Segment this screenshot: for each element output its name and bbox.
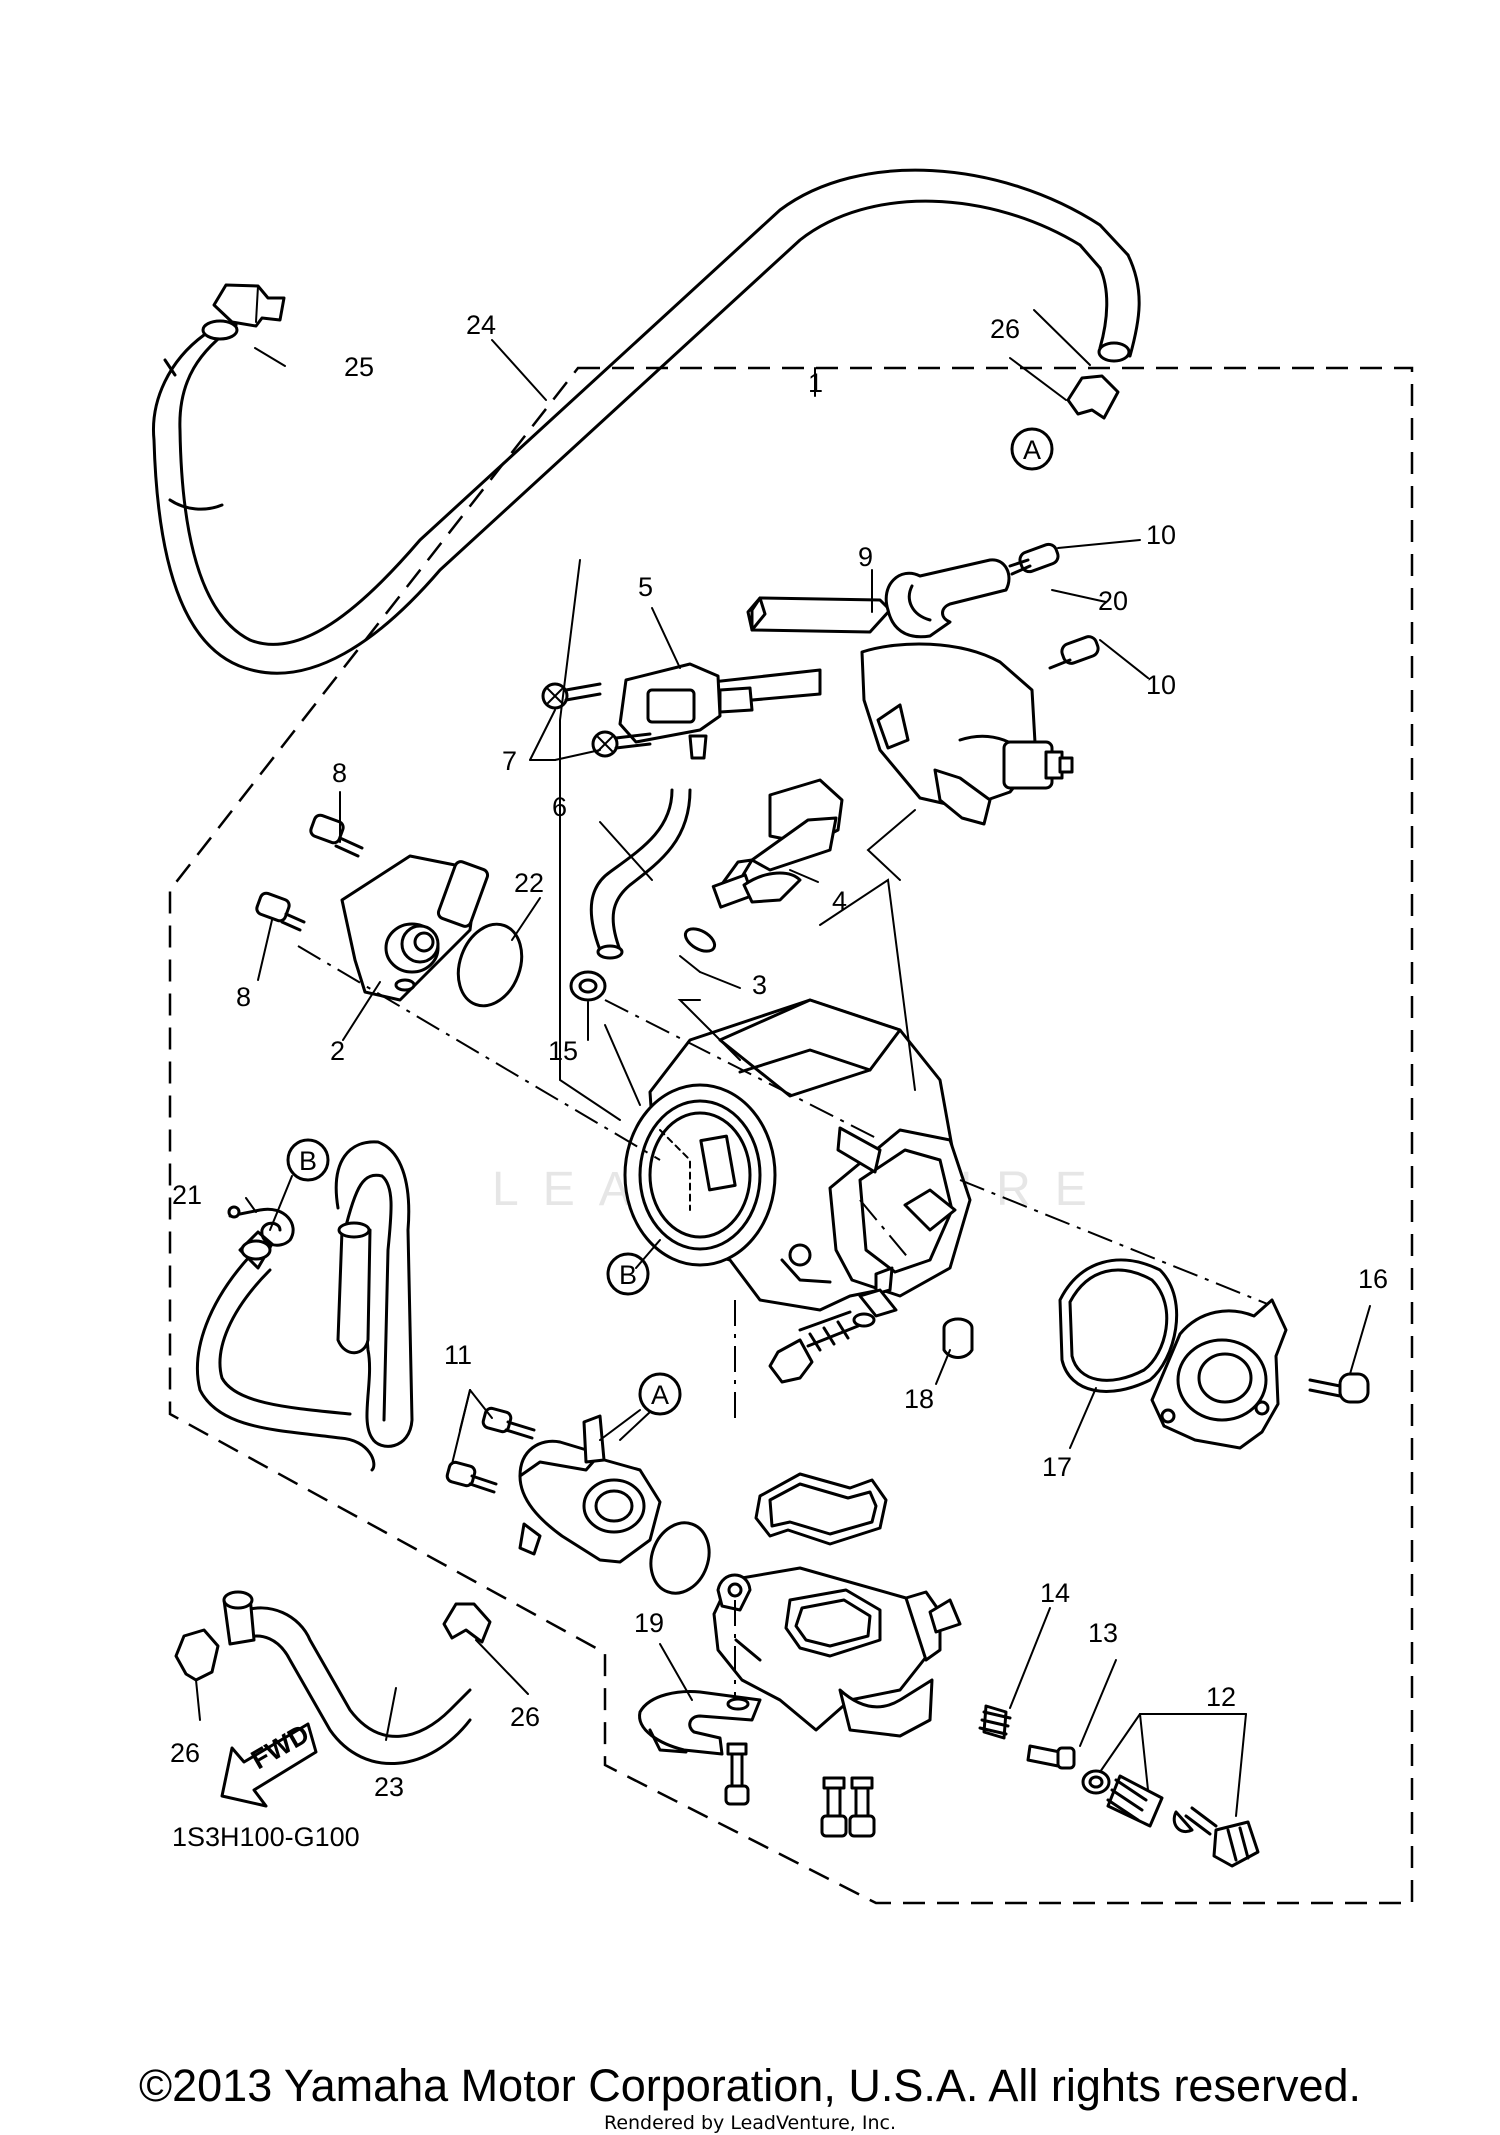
callout-12: 12 bbox=[1206, 1682, 1236, 1712]
callout-24: 24 bbox=[466, 310, 496, 340]
callout-25: 25 bbox=[344, 352, 374, 382]
callout-22: 22 bbox=[514, 868, 544, 898]
ref-a-mid: A bbox=[651, 1380, 669, 1410]
clamp-26-top bbox=[1066, 374, 1120, 420]
callout-17: 17 bbox=[1042, 1452, 1072, 1482]
hose-23 bbox=[222, 1590, 472, 1765]
cap-18 bbox=[942, 1317, 974, 1359]
ref-b-center: B bbox=[619, 1260, 637, 1290]
sensor-2 bbox=[340, 854, 490, 1002]
hose-b bbox=[195, 1140, 414, 1472]
callout-10-top: 10 bbox=[1146, 520, 1176, 550]
seal-3 bbox=[679, 927, 741, 989]
idle-speed-unit bbox=[860, 642, 1074, 826]
screws-11 bbox=[445, 1389, 641, 1494]
rendered-by-notice: Rendered by LeadVenture, Inc. bbox=[603, 2112, 897, 2134]
callout-20: 20 bbox=[1098, 586, 1128, 616]
callout-6: 6 bbox=[552, 792, 567, 822]
cover-16 bbox=[1150, 1298, 1288, 1450]
ref-a-top: A bbox=[1023, 435, 1041, 465]
callout-3: 3 bbox=[752, 970, 767, 1000]
o-ring-22 bbox=[456, 922, 524, 1008]
spring-14 bbox=[978, 1704, 1012, 1740]
callout-10-lower: 10 bbox=[1146, 670, 1176, 700]
ref-circle-b-left bbox=[286, 1138, 330, 1182]
nut-15 bbox=[569, 970, 607, 1002]
assembly-boundary bbox=[168, 366, 1414, 1905]
callout-21: 21 bbox=[172, 1180, 202, 1210]
connector-5 bbox=[618, 662, 754, 760]
callout-4: 4 bbox=[832, 886, 847, 916]
pin-13 bbox=[1026, 1744, 1076, 1770]
callout-26-mid: 26 bbox=[510, 1702, 540, 1732]
screws-7 bbox=[529, 682, 652, 761]
base-housing bbox=[712, 1566, 962, 1738]
bracket-19 bbox=[638, 1690, 762, 1756]
bracket-20 bbox=[884, 558, 1011, 639]
diagram-code: 1S3H100-G100 bbox=[172, 1822, 360, 1852]
callout-5: 5 bbox=[638, 572, 653, 602]
clamp-25 bbox=[212, 283, 286, 328]
clamp-26-mid bbox=[442, 1602, 492, 1644]
o-ring-joint bbox=[649, 1521, 711, 1595]
callout-numbers: 1 2 3 4 5 6 7 8 8 9 10 10 11 12 13 14 15… bbox=[170, 310, 1388, 1802]
hose-6 bbox=[589, 788, 692, 960]
callout-18: 18 bbox=[904, 1384, 934, 1414]
base-screws bbox=[724, 1742, 876, 1838]
clamp-26-left bbox=[174, 1628, 220, 1682]
callout-11: 11 bbox=[444, 1340, 472, 1370]
callout-15: 15 bbox=[548, 1036, 578, 1066]
callout-8-top: 8 bbox=[332, 758, 347, 788]
callout-26-left: 26 bbox=[170, 1738, 200, 1768]
callout-7: 7 bbox=[502, 746, 517, 776]
screw-16 bbox=[1308, 1372, 1370, 1404]
screw-10-top bbox=[1008, 539, 1141, 576]
callout-23: 23 bbox=[374, 1772, 404, 1802]
callout-16: 16 bbox=[1358, 1264, 1388, 1294]
callout-2: 2 bbox=[330, 1036, 345, 1066]
joint-11 bbox=[518, 1414, 662, 1564]
reference-callouts: A A B B bbox=[286, 427, 1054, 1416]
ref-b-left: B bbox=[299, 1146, 317, 1176]
injector-4 bbox=[711, 778, 844, 909]
gasket-17 bbox=[1058, 1258, 1179, 1393]
callout-9: 9 bbox=[858, 542, 873, 572]
ref-circle-b-center bbox=[606, 1252, 650, 1296]
base-gasket bbox=[754, 1472, 888, 1546]
clip-21 bbox=[227, 1205, 295, 1247]
callout-8-lower: 8 bbox=[236, 982, 251, 1012]
screws-8 bbox=[255, 813, 364, 932]
idle-bolt bbox=[768, 1310, 876, 1384]
callout-14: 14 bbox=[1040, 1578, 1070, 1608]
copyright-notice: ©2013 Yamaha Motor Corporation, U.S.A. A… bbox=[138, 2060, 1362, 2111]
center-lines bbox=[297, 945, 1271, 1420]
callout-26-top: 26 bbox=[990, 314, 1020, 344]
callout-13: 13 bbox=[1088, 1618, 1118, 1648]
screw-10-lower bbox=[1048, 635, 1149, 679]
needle-set-12 bbox=[1081, 1713, 1260, 1868]
leader-lines bbox=[559, 559, 916, 1121]
callout-19: 19 bbox=[634, 1608, 664, 1638]
callout-leaders bbox=[195, 309, 1371, 1747]
ref-circle-a-top bbox=[1010, 427, 1054, 471]
callout-1: 1 bbox=[808, 368, 823, 398]
fwd-arrow-icon: FWD bbox=[220, 1718, 318, 1808]
throttle-body bbox=[623, 998, 972, 1318]
ref-circle-a-mid bbox=[638, 1372, 682, 1416]
hose-24 bbox=[151, 168, 1141, 675]
